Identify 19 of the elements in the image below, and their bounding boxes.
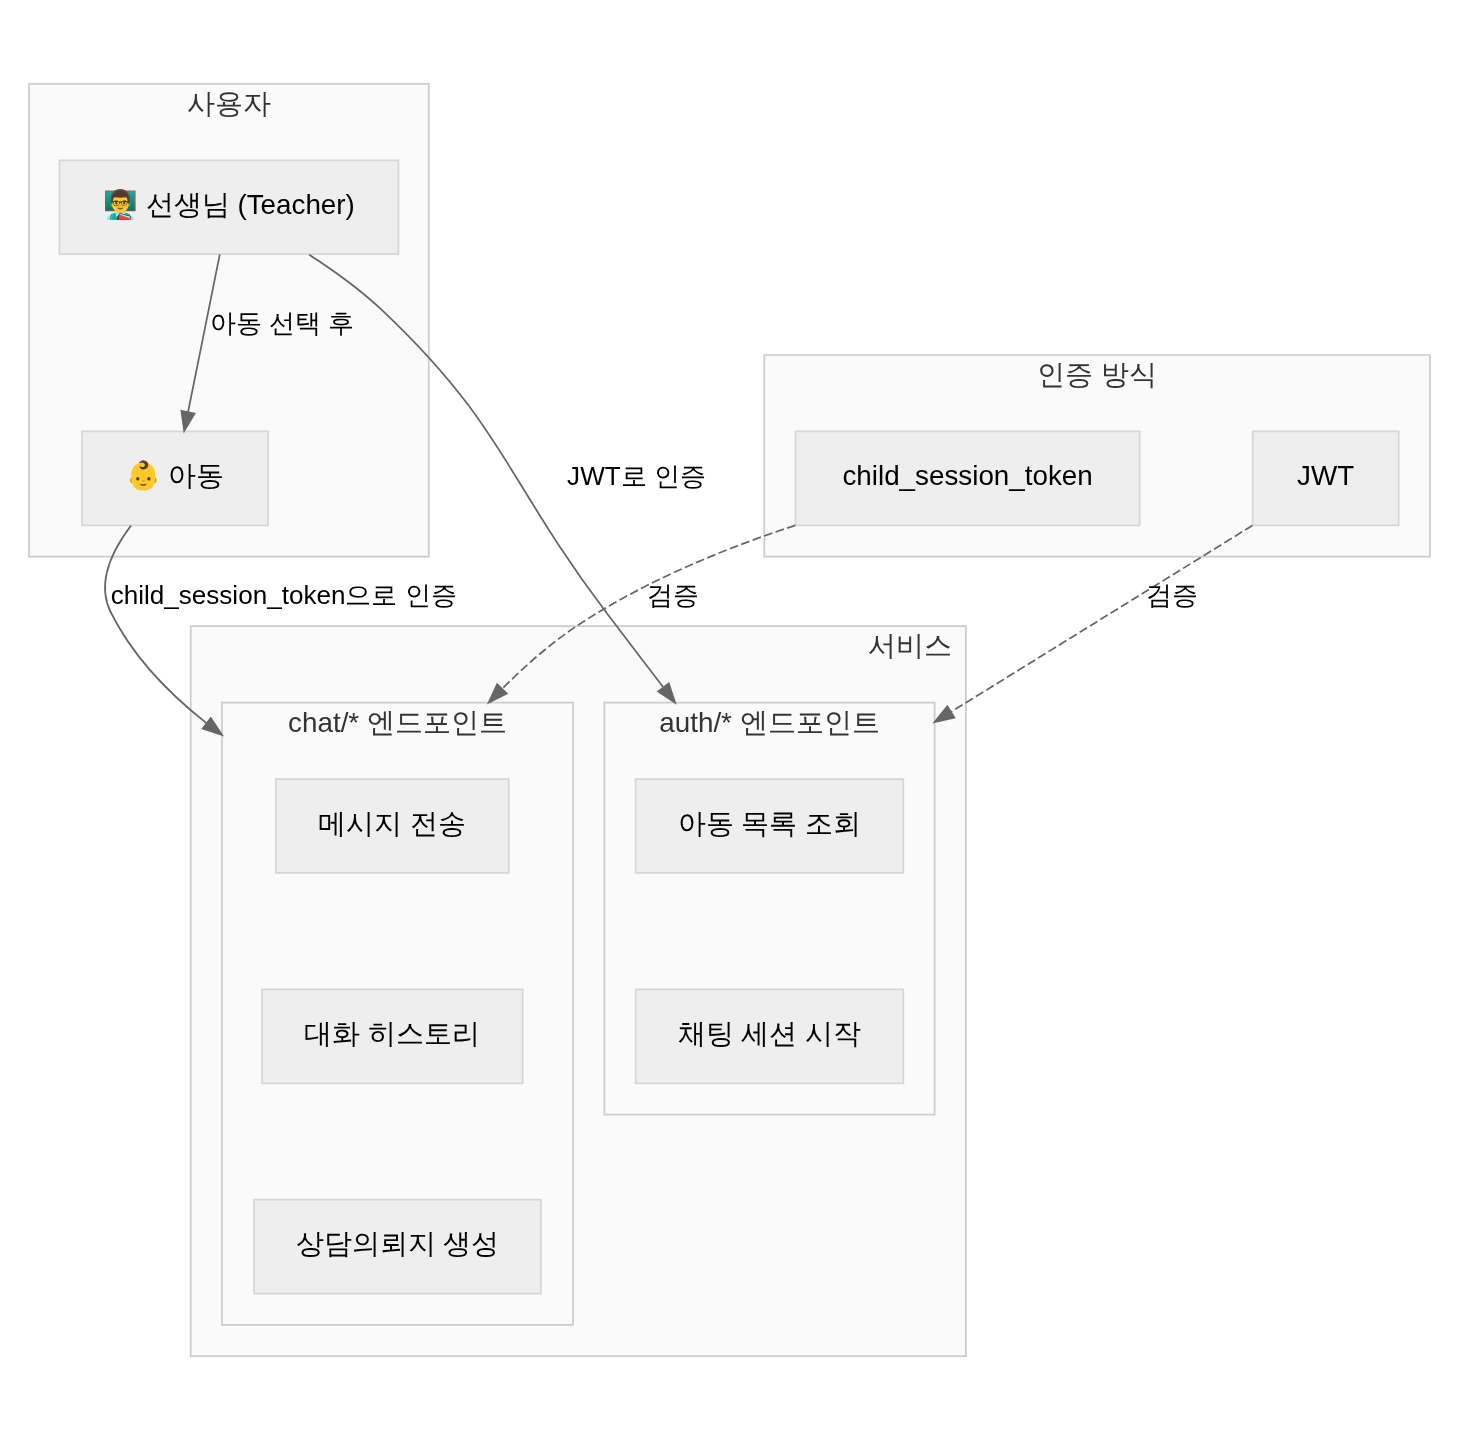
- edge-label: 아동 선택 후: [209, 308, 355, 339]
- arrow: [308, 253, 677, 705]
- arrow: [932, 524, 1254, 724]
- node-box: 아동 목록 조회: [634, 778, 905, 874]
- edge-label: 검증: [647, 579, 700, 610]
- arrow: [180, 253, 221, 434]
- edge-label: child_session_token으로 인증: [110, 579, 457, 610]
- node-box: 채팅 세션 시작: [634, 988, 905, 1085]
- node-box: JWT: [1251, 430, 1400, 527]
- arrow: [104, 524, 225, 737]
- node-box: 대화 히스토리: [261, 988, 524, 1085]
- arrow: [486, 524, 797, 705]
- node-box: child_session_token: [794, 430, 1141, 527]
- node-box: 상담의뢰지 생성: [253, 1198, 542, 1295]
- edge-label: JWT로 인증: [567, 460, 706, 491]
- node-box: 👨‍🏫 선생님 (Teacher): [58, 159, 400, 256]
- node-box: 👶 아동: [81, 430, 269, 527]
- edge-label: 검증: [1145, 579, 1198, 610]
- node-box: 메시지 전송: [275, 778, 510, 874]
